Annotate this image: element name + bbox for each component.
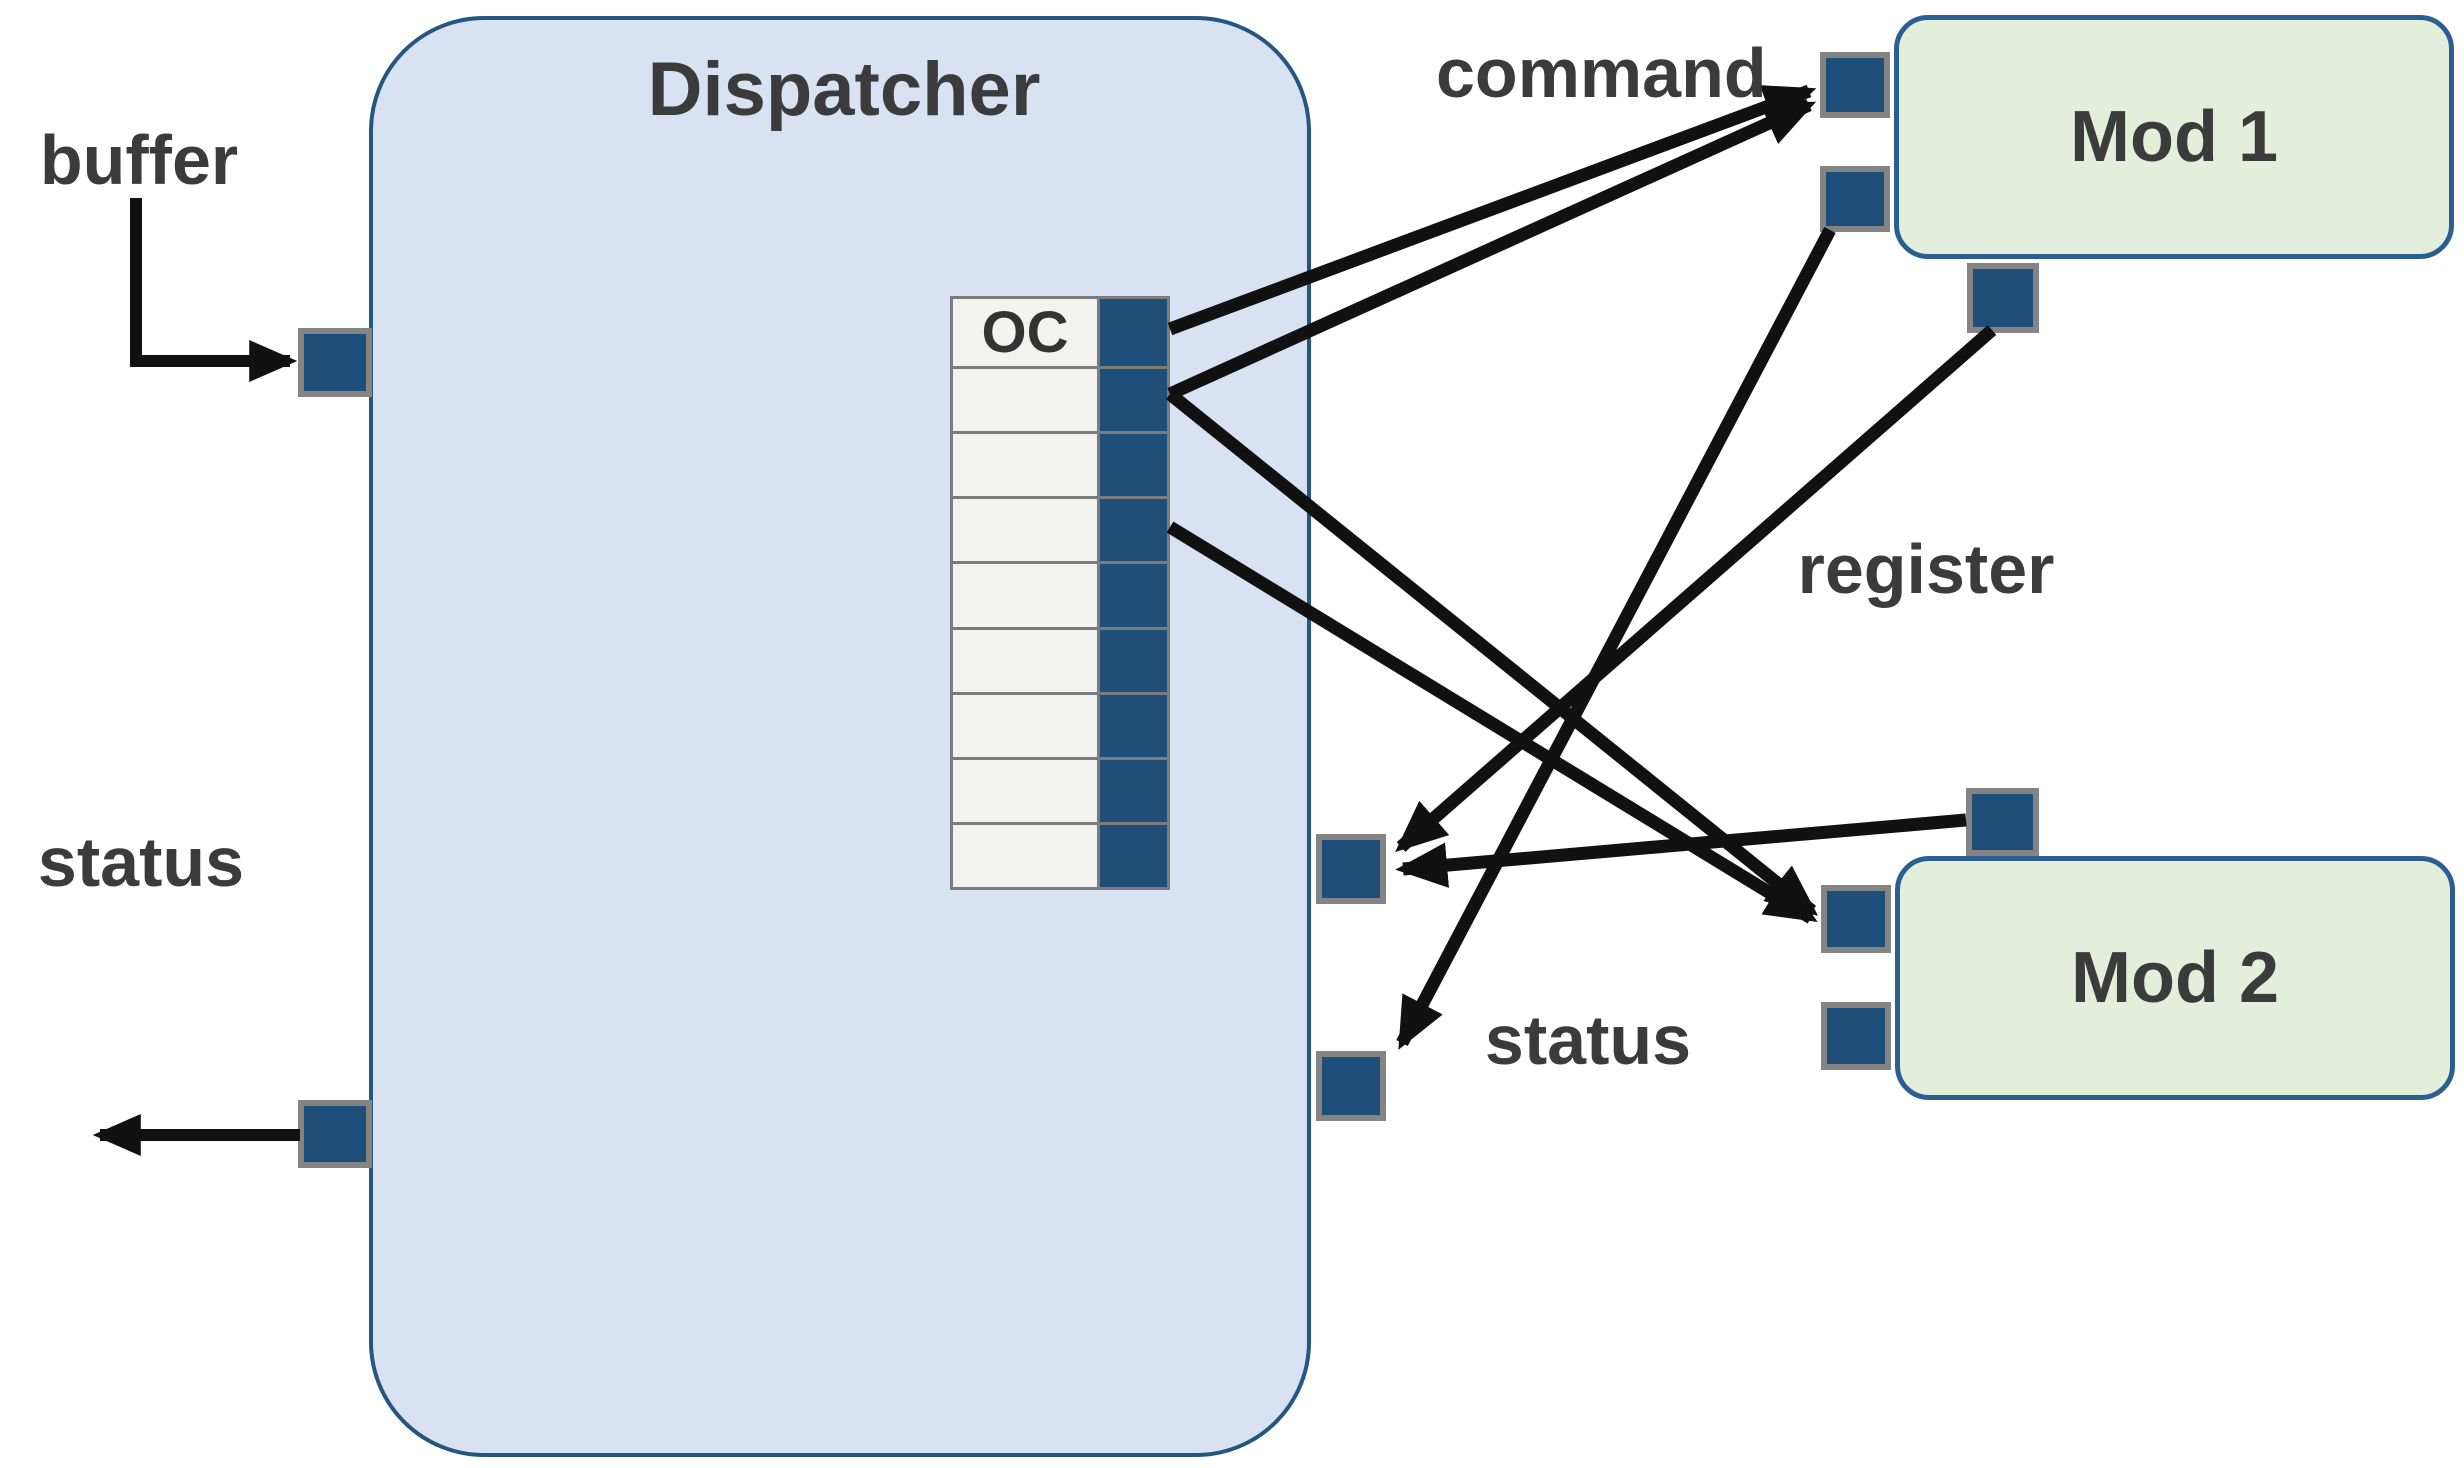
status-right-label: status	[1484, 1001, 1692, 1079]
oc-table-row	[953, 499, 1167, 565]
oc-table-row	[953, 434, 1167, 500]
buffer-label: buffer	[39, 121, 239, 199]
register-label: register	[1797, 530, 2055, 608]
mod1-command-port	[1820, 52, 1890, 118]
oc-table-label-cell	[953, 434, 1100, 497]
oc-table-value-cell	[1100, 694, 1167, 757]
dispatcher-title: Dispatcher	[647, 47, 1041, 132]
dispatcher-register-in-port	[1316, 834, 1386, 904]
mod2-register-port	[1966, 788, 2039, 856]
oc-table-header-cell: OC	[953, 299, 1100, 366]
oc-table-label-cell	[953, 629, 1100, 692]
oc-table: OC	[950, 296, 1170, 890]
oc-table-value-cell	[1100, 759, 1167, 822]
oc-table-value-cell	[1100, 564, 1167, 627]
oc-table-row	[953, 824, 1167, 887]
arrow-mod1-status-to-dispatcher	[1396, 226, 1836, 1050]
arrow-mod2-register-to-dispatcher	[1395, 813, 1967, 888]
oc-table-value-cell	[1100, 824, 1167, 887]
oc-table-label-cell	[953, 499, 1100, 562]
oc-table-row	[953, 564, 1167, 630]
status-left-label: status	[37, 823, 245, 901]
command-label: command	[1436, 34, 1767, 112]
oc-table-label-cell	[953, 824, 1100, 887]
dispatcher-status-out-port	[298, 1100, 372, 1168]
mod2-box: Mod 2	[1895, 856, 2455, 1100]
oc-table-row	[953, 369, 1167, 435]
oc-table-row	[953, 694, 1167, 760]
oc-table-value-cell	[1100, 434, 1167, 497]
dispatcher-buffer-in-port	[298, 328, 372, 397]
dispatcher-status-in-port	[1316, 1051, 1386, 1121]
oc-table-value-cell	[1100, 499, 1167, 562]
oc-table-label-cell	[953, 759, 1100, 822]
oc-table-row	[953, 759, 1167, 825]
mod1-box: Mod 1	[1894, 15, 2454, 259]
oc-table-label-cell	[953, 564, 1100, 627]
mod2-status-port	[1821, 1002, 1891, 1070]
mod1-register-port	[1967, 263, 2039, 333]
mod2-command-port	[1821, 885, 1891, 953]
oc-table-label-cell	[953, 369, 1100, 432]
mod1-label: Mod 1	[2070, 97, 2278, 177]
oc-table-value-cell	[1100, 369, 1167, 432]
oc-table-value-cell	[1100, 629, 1167, 692]
oc-table-label-cell	[953, 694, 1100, 757]
oc-table-row	[953, 629, 1167, 695]
arrow-buffer-in	[130, 198, 298, 382]
oc-table-header-row: OC	[953, 299, 1167, 369]
oc-table-value-cell	[1100, 299, 1167, 366]
mod2-label: Mod 2	[2071, 938, 2279, 1018]
mod1-status-port	[1820, 166, 1890, 232]
